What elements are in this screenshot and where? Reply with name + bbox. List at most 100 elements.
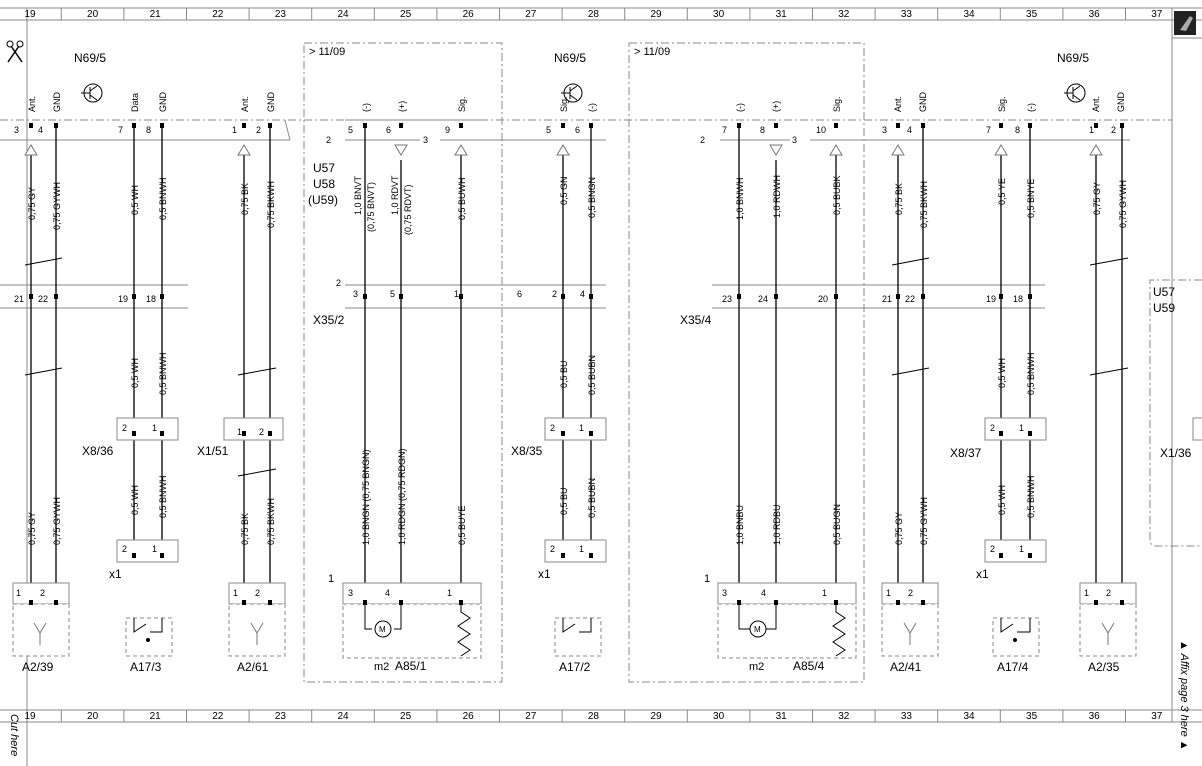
svg-text:1: 1 <box>886 588 891 598</box>
svg-text:0,5 WH: 0,5 WH <box>997 485 1007 515</box>
svg-text:2: 2 <box>552 289 557 299</box>
arrow-symbols <box>24 144 1103 156</box>
svg-text:22: 22 <box>38 294 48 304</box>
grid-column-number: 22 <box>212 711 224 722</box>
svg-text:4: 4 <box>907 125 912 135</box>
x1-label-c: x1 <box>976 567 989 581</box>
grid-column-number: 31 <box>776 9 788 20</box>
grid-column-number: 23 <box>275 9 287 20</box>
x35-4-label: X35/4 <box>680 313 712 327</box>
svg-text:0,75 GYWH: 0,75 GYWH <box>1118 180 1128 228</box>
svg-text:0,5 BNYE: 0,5 BNYE <box>1026 178 1036 218</box>
svg-text:24: 24 <box>758 294 768 304</box>
grid-column-number: 19 <box>24 9 36 20</box>
svg-text:1: 1 <box>237 427 242 437</box>
motor-icon <box>374 620 392 638</box>
svg-text:8: 8 <box>760 125 765 135</box>
svg-text:1: 1 <box>233 588 238 598</box>
svg-text:(0,75 RDVT): (0,75 RDVT) <box>403 184 413 235</box>
svg-text:2: 2 <box>700 135 705 145</box>
x8-37-label: X8/37 <box>950 446 982 460</box>
svg-text:0,75 BKWH: 0,75 BKWH <box>266 498 276 545</box>
svg-text:1,0 BNWH: 1,0 BNWH <box>735 177 745 220</box>
svg-text:7: 7 <box>118 125 123 135</box>
svg-text:0,75 GY: 0,75 GY <box>894 512 904 545</box>
grid-column-number: 29 <box>650 9 662 20</box>
cut-here-note: Cut here <box>8 714 20 756</box>
grid-column-number: 27 <box>525 9 537 20</box>
a17-3-label: A17/3 <box>130 660 162 674</box>
svg-text:1: 1 <box>454 289 459 299</box>
pin-label-ant: Ant. <box>27 96 37 112</box>
svg-text:1,0 BNVT: 1,0 BNVT <box>353 175 363 215</box>
pin-label-pos: (+) <box>771 101 781 112</box>
svg-text:3: 3 <box>882 125 887 135</box>
grid-column-number: 37 <box>1151 711 1163 722</box>
n69-5-right: N69/5 <box>1057 51 1089 65</box>
variant-box-u57-u59: U57 U59 <box>1149 279 1202 547</box>
svg-text:0,5 BNWH: 0,5 BNWH <box>158 352 168 395</box>
wire-labels-middle: 0,5 WH 0,5 BNWH 0,5 BU 0,5 BUBN 0,5 WH 0… <box>130 352 1036 395</box>
grid-column-number: 28 <box>588 9 600 20</box>
svg-text:2: 2 <box>326 135 331 145</box>
grid-column-number: 35 <box>1026 711 1038 722</box>
svg-text:0,75 GY: 0,75 GY <box>27 512 37 545</box>
n69-5-left: N69/5 <box>74 51 106 65</box>
grid-column-number: 26 <box>463 711 475 722</box>
pin-function-labels: Ant. GND Data GND Ant. GND (-) (+) Sig. … <box>27 92 1126 113</box>
pin-label-sig: Sig. <box>832 96 842 112</box>
svg-text:0,75 BKWH: 0,75 BKWH <box>266 181 276 228</box>
scissors-icon <box>6 40 24 63</box>
svg-text:4: 4 <box>580 289 585 299</box>
pin-label-gnd: GND <box>1116 92 1126 113</box>
svg-text:3: 3 <box>792 135 797 145</box>
pin-label-ant: Ant. <box>1091 96 1101 112</box>
svg-text:10: 10 <box>816 125 826 135</box>
a17-4-label: A17/4 <box>997 660 1029 674</box>
wires <box>24 125 1129 602</box>
svg-text:1: 1 <box>152 544 157 554</box>
svg-text:4: 4 <box>38 125 43 135</box>
grid-column-number: 21 <box>150 9 162 20</box>
pin-label-neg: (-) <box>361 103 371 112</box>
svg-text:0,75 GY: 0,75 GY <box>27 187 37 220</box>
svg-text:0,75 GY: 0,75 GY <box>1092 182 1102 215</box>
n69-5-mid: N69/5 <box>554 51 586 65</box>
svg-text:0,5 BUBK: 0,5 BUBK <box>832 175 842 215</box>
grid-column-number: 20 <box>87 711 99 722</box>
m2-label-b: m2 <box>749 661 764 673</box>
svg-text:0,5 BUBN: 0,5 BUBN <box>587 478 597 518</box>
svg-text:0,5 BNWH: 0,5 BNWH <box>1026 352 1036 395</box>
x8-35-label: X8/35 <box>511 444 543 458</box>
grid-column-number: 32 <box>838 9 850 20</box>
pin-label-ant: Ant. <box>893 96 903 112</box>
svg-text:0,5 WH: 0,5 WH <box>130 485 140 515</box>
svg-text:5: 5 <box>390 289 395 299</box>
wire-labels-upper: 0,75 GY 0,75 GYWH 0,5 WH 0,5 BNWH 0,75 B… <box>27 175 1128 235</box>
grid-column-number: 36 <box>1089 711 1101 722</box>
svg-text:20: 20 <box>818 294 828 304</box>
svg-text:0,75 BK: 0,75 BK <box>240 513 250 545</box>
svg-text:1,0 BNBU: 1,0 BNBU <box>735 505 745 545</box>
ref-1109-left: > 11/09 <box>309 46 345 58</box>
svg-text:1: 1 <box>1089 125 1094 135</box>
svg-text:1: 1 <box>1084 588 1089 598</box>
svg-text:0,75 GYWH: 0,75 GYWH <box>52 182 62 230</box>
switch-component: A17/4 <box>992 617 1040 674</box>
svg-text:0,75 BK: 0,75 BK <box>240 183 250 215</box>
svg-text:0,75 GYWH: 0,75 GYWH <box>52 497 62 545</box>
a2-61-label: A2/61 <box>237 660 269 674</box>
svg-text:5: 5 <box>546 125 551 135</box>
svg-text:0,5 BUGN: 0,5 BUGN <box>832 504 842 545</box>
svg-text:2: 2 <box>256 125 261 135</box>
svg-text:21: 21 <box>14 294 24 304</box>
u59-paren-label: (U59) <box>308 193 338 207</box>
grid-column-number: 34 <box>963 711 975 722</box>
pin-label-gnd: GND <box>158 92 168 113</box>
svg-text:1: 1 <box>704 573 710 585</box>
motor-icon <box>749 620 767 638</box>
